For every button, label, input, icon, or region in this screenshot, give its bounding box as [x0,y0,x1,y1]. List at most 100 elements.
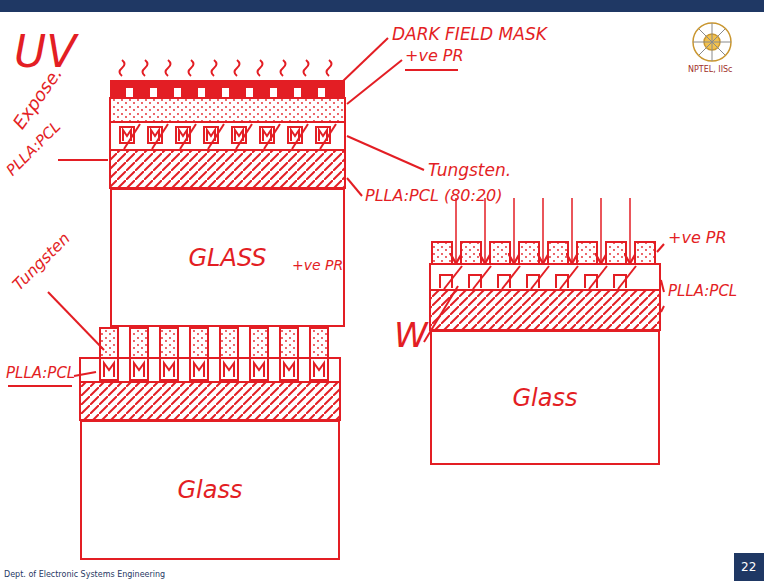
developed-resist [461,242,481,264]
resist-columns [160,328,178,358]
tungsten-layer [618,266,636,289]
dark-field-mask [126,88,133,98]
nptel-logo [693,23,731,61]
uv-rays [258,60,263,76]
tungsten-blocks [284,363,294,377]
developed-resist [606,242,626,264]
developed-resist [577,242,597,264]
footer-text: 22 [741,561,756,573]
tungsten-layer [292,124,308,149]
uv-rays [212,60,217,76]
dark-field-mask [270,88,277,98]
tungsten-blocks [164,363,174,377]
tungsten-layer [152,124,168,149]
footer-text: Dept. of Electronic Systems Engineering [4,571,165,579]
uv-rays [327,60,332,76]
page-number-box [734,553,764,581]
photoresist-layer [110,98,345,122]
developed-resist [548,242,568,264]
header-band [0,0,764,12]
uv-rays [235,60,240,76]
handwritten-label: UV [14,30,76,74]
polymer-layer [430,290,660,330]
nptel-logo [693,23,731,61]
handwritten-label: PLLA:PCL [4,119,64,179]
uv-rays [143,60,148,76]
etch-arrows [571,198,573,262]
etch-arrows [513,198,515,262]
tungsten-blocks [194,363,204,377]
leader-lines [405,69,458,71]
leader-lines [657,244,664,252]
dark-field-mask [110,80,345,98]
tungsten-layer [264,124,280,149]
tungsten-blocks [80,358,340,382]
uv-rays [281,60,286,76]
tungsten-layer [444,266,462,289]
tungsten-layer [502,266,520,289]
tungsten-blocks [160,358,178,380]
etch-arrows [600,198,602,262]
tungsten-blocks [310,358,328,380]
handwritten-label: DARK FIELD MASK [392,26,547,43]
leader-lines [661,306,664,312]
uv-rays [120,60,125,76]
developed-resist [490,242,510,264]
tungsten-layer [124,124,140,149]
handwritten-label: +ve PR [292,258,343,272]
node-text: GLASS [189,244,267,272]
footer-text: NPTEL, IISc [688,66,733,74]
resist-columns [100,328,118,358]
polymer-layer [110,150,345,188]
tungsten-blocks [220,358,238,380]
resist-columns [250,328,268,358]
handwritten-label: +ve PR [405,48,464,64]
uv-rays [166,60,171,76]
dark-field-mask [110,80,345,98]
node-text: Glass [513,384,578,412]
resist-columns [220,328,238,358]
uv-rays [120,60,332,76]
polymer-layer [80,382,340,420]
tungsten-blocks [254,363,264,377]
handwritten-label: +ve PR [668,230,727,246]
resist-columns [280,328,298,358]
dark-field-mask [318,88,325,98]
tungsten-layer [430,264,660,290]
developed-resist [432,242,452,264]
polymer-layer [430,290,660,330]
tungsten-blocks [80,358,340,382]
tungsten-layer [473,266,491,289]
handwritten-label: Tungsten. [428,162,511,179]
substrate-block: Glass [80,420,340,560]
tungsten-layer [208,124,224,149]
tungsten-blocks [250,358,268,380]
resist-columns [310,328,328,358]
handwritten-label: PLLA:PCL (80:20) [365,188,503,204]
uv-rays [189,60,194,76]
tungsten-layer [110,122,345,150]
header-band [0,0,764,12]
etch-arrows [542,198,544,262]
tungsten-blocks [130,358,148,380]
resist-columns [100,328,328,358]
etch-arrows [629,198,631,262]
etch-arrows [456,198,630,262]
tungsten-layer [110,122,345,150]
tungsten-layer [180,124,196,149]
polymer-layer [80,382,340,420]
etch-arrows [455,198,457,262]
tungsten-blocks [224,363,234,377]
tungsten-blocks [104,363,114,377]
uv-rays [304,60,309,76]
tungsten-layer [531,266,549,289]
nptel-logo [693,23,731,61]
tungsten-blocks [280,358,298,380]
leader-lines [8,385,72,387]
leader-lines [74,372,96,376]
tungsten-blocks [134,363,144,377]
tungsten-layer [589,266,607,289]
etch-arrows [484,198,486,262]
dark-field-mask [294,88,301,98]
resist-columns [190,328,208,358]
